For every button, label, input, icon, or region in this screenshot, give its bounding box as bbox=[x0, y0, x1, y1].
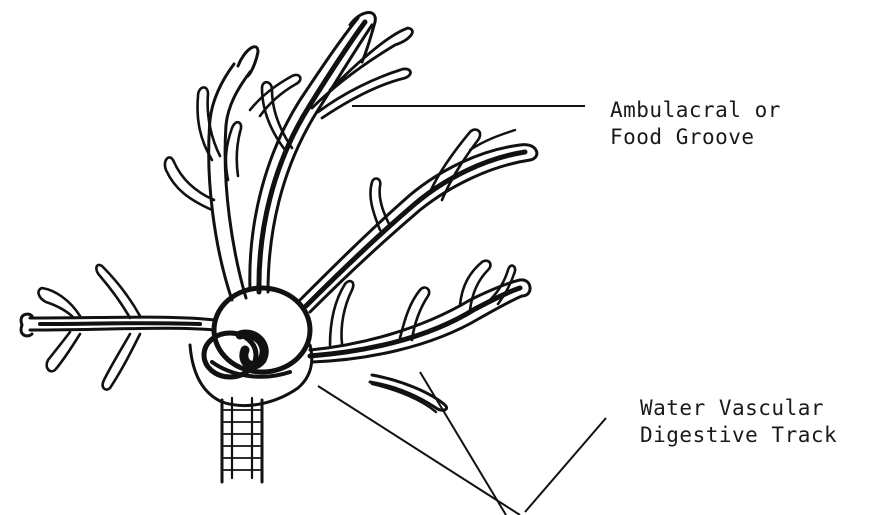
leader-lines bbox=[318, 106, 606, 515]
leader-water-vascular-3 bbox=[525, 418, 606, 512]
stalk bbox=[222, 398, 262, 482]
arm-right-lower bbox=[310, 261, 530, 412]
crinoid-drawing bbox=[21, 13, 537, 482]
arm-upper-left bbox=[165, 47, 300, 300]
label-food-groove-line1: Ambulacral or bbox=[610, 97, 781, 124]
label-food-groove-line2: Food Groove bbox=[610, 124, 781, 151]
calyx bbox=[190, 288, 312, 406]
label-water-vascular: Water Vascular Digestive Track bbox=[640, 395, 837, 449]
label-food-groove: Ambulacral or Food Groove bbox=[610, 97, 781, 151]
leader-water-vascular-1 bbox=[318, 386, 520, 515]
label-water-vascular-line2: Digestive Track bbox=[640, 422, 837, 449]
label-water-vascular-line1: Water Vascular bbox=[640, 395, 837, 422]
arm-center bbox=[250, 13, 413, 292]
leader-water-vascular-2 bbox=[420, 372, 506, 515]
arm-left bbox=[21, 265, 215, 390]
